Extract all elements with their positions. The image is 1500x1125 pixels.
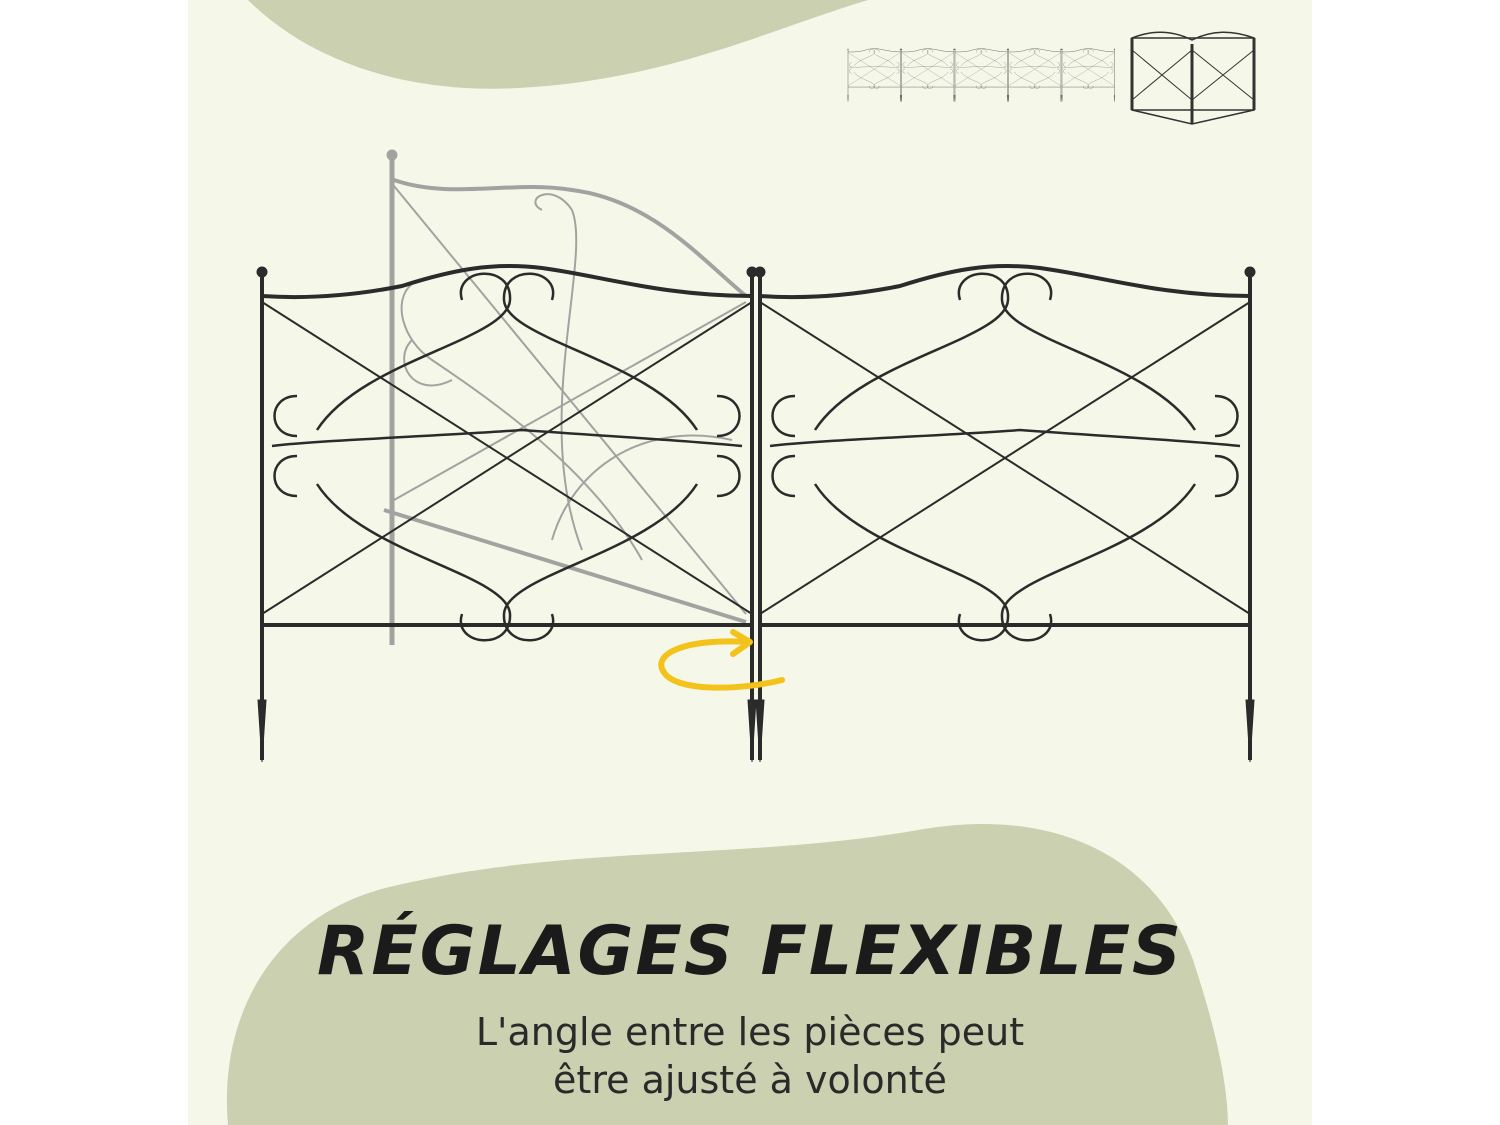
fence-panel-left — [255, 264, 759, 764]
product-image: RÉGLAGES FLEXIBLES L'angle entre les piè… — [188, 0, 1312, 1125]
description-line-2: être ajusté à volonté — [553, 1058, 947, 1102]
fence-illustration — [226, 0, 1257, 1125]
description-line-1: L'angle entre les pièces peut — [475, 1010, 1025, 1054]
top-blob — [248, 0, 868, 89]
fence-enclosure-layout-icon — [1130, 31, 1256, 125]
rotate-arrow-icon — [658, 629, 785, 691]
fence-straight-layout-icon — [847, 48, 1116, 102]
headline: RÉGLAGES FLEXIBLES — [316, 912, 1184, 991]
fence-panel-right — [753, 264, 1257, 764]
ghost-fence-panel — [383, 149, 748, 645]
bottom-blob — [226, 823, 1228, 1125]
